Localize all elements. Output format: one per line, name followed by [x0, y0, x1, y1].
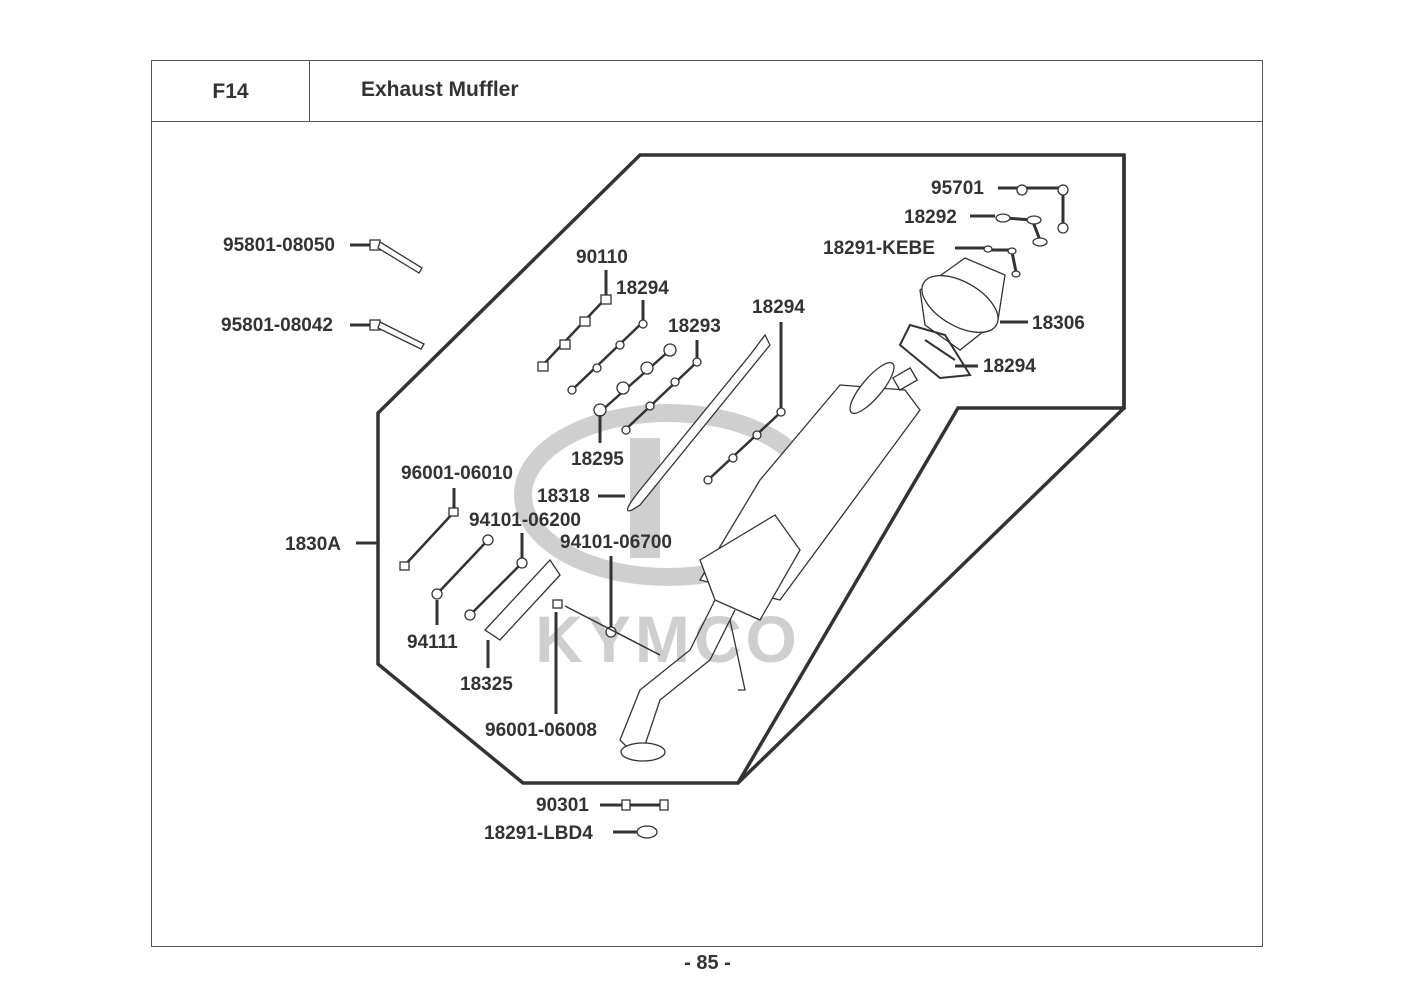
header-divider — [151, 121, 1263, 122]
part-label-96001-06008[interactable]: 96001-06008 — [485, 720, 597, 741]
part-label-95801-08050[interactable]: 95801-08050 — [223, 235, 335, 256]
hardware-18293 — [593, 340, 702, 435]
part-label-18294-a[interactable]: 18294 — [616, 278, 669, 299]
hardware-90301 — [600, 799, 669, 811]
part-label-18306[interactable]: 18306 — [1032, 313, 1085, 334]
bracket-18325 — [484, 558, 561, 668]
bolt-95801-08042 — [350, 319, 425, 350]
heat-shield-18318 — [626, 333, 771, 512]
part-label-94101-06200[interactable]: 94101-06200 — [469, 510, 581, 531]
hardware-94101-06200 — [464, 533, 528, 621]
hardware-90110 — [537, 270, 612, 372]
gasket-18294 — [898, 323, 972, 380]
hardware-18292 — [970, 213, 1048, 247]
hardware-18294-a — [567, 300, 648, 395]
part-label-95801-08042[interactable]: 95801-08042 — [221, 315, 333, 336]
part-label-95701[interactable]: 95701 — [931, 178, 984, 199]
hardware-94111 — [431, 534, 494, 625]
part-label-18318[interactable]: 18318 — [537, 486, 590, 507]
assembly-label-1830A[interactable]: 1830A — [285, 534, 341, 555]
bolt-95801-08050 — [350, 239, 423, 274]
muffler-body — [619, 362, 921, 762]
part-label-18295[interactable]: 18295 — [571, 449, 624, 470]
assembly-outline-right — [736, 155, 1126, 785]
hardware-18291-LBD4 — [613, 825, 658, 839]
part-label-18291-lbd4[interactable]: 18291-LBD4 — [484, 823, 593, 844]
part-label-18293[interactable]: 18293 — [668, 316, 721, 337]
diagram-frame — [151, 60, 1263, 947]
section-code: F14 — [151, 60, 310, 122]
part-label-18294-b[interactable]: 18294 — [752, 297, 805, 318]
part-label-18291-kebe[interactable]: 18291-KEBE — [823, 238, 935, 259]
part-label-18325[interactable]: 18325 — [460, 674, 513, 695]
part-label-94101-06700[interactable]: 94101-06700 — [560, 532, 672, 553]
part-label-18294-gasket[interactable]: 18294 — [983, 356, 1036, 377]
part-label-96001-06010[interactable]: 96001-06010 — [401, 463, 513, 484]
end-cap-18306 — [919, 257, 1006, 351]
hardware-18294-b — [703, 322, 786, 485]
hardware-95701 — [998, 184, 1069, 234]
hardware-94101-06700 — [552, 556, 661, 714]
part-label-90110[interactable]: 90110 — [576, 247, 628, 268]
hardware-18291-KEBE — [955, 245, 1021, 278]
hardware-96001-06010 — [399, 488, 459, 571]
page-number: - 85 - — [684, 952, 731, 974]
page-title: Exhaust Muffler — [361, 78, 519, 101]
part-label-90301[interactable]: 90301 — [536, 795, 589, 816]
part-label-18292[interactable]: 18292 — [904, 207, 957, 228]
part-label-94111[interactable]: 94111 — [407, 632, 458, 653]
